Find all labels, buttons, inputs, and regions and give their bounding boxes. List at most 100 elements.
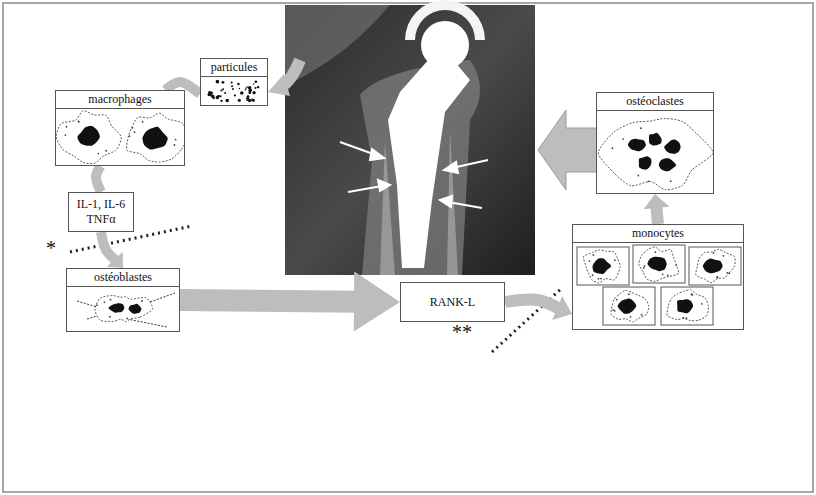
wear-particle [216,80,220,84]
wear-particle [248,99,251,102]
cell-granule [592,274,594,276]
cycle-arrow [101,232,123,268]
cell-granule [667,274,669,276]
cell-nucleus [639,156,652,169]
node-label: ostéoblastes [94,270,152,284]
wear-particle [222,81,225,84]
cell-granule [723,255,725,257]
cell-granule [592,254,594,256]
arrow-head [370,149,384,160]
cell-granule [630,316,632,318]
cell-nucleus [618,299,637,314]
arrow-head [643,194,669,209]
cell-panel: macrophages [55,90,185,166]
wear-particle [254,87,256,89]
cell-membrane [127,113,184,162]
cell-nucleus [128,304,141,314]
node-label: monocytes [632,226,684,240]
resorption-arrow [538,110,598,190]
cell-granule [691,294,693,296]
cell-membrane [611,290,649,322]
cell-granule [648,180,650,182]
cell-granule [691,293,693,295]
node-label: ostéoclastes [626,94,683,108]
wear-particle [216,80,218,82]
wear-arrow-head [268,74,290,96]
wear-particle [247,86,248,87]
cell-granule [640,127,642,129]
arrow-shaft [448,202,482,208]
label-area: ostéoblastes [67,269,179,287]
arrow-head [444,162,458,173]
arrow-band [180,300,361,302]
cell-granule [78,121,80,123]
cell-granule [134,131,136,133]
cell-illustration [597,111,713,193]
arrow-band [96,166,101,192]
cell-granule [628,293,630,295]
cell-granule [643,267,645,269]
cell-granule [129,135,131,137]
wear-particle [257,86,259,88]
cell-granule [589,260,591,262]
arrow-shaft [348,186,382,192]
cell-nucleus [703,258,723,273]
cell-nucleus [592,258,611,274]
cell-granule [637,175,639,177]
label-area: RANK-L [401,283,504,321]
arrow-head [107,252,123,268]
cell-membrane [639,247,679,281]
cell-granule [701,303,703,305]
wear-particle [238,99,241,102]
cell-nucleus [649,133,662,146]
cell-granule [96,304,98,306]
picture-frame [661,287,713,325]
cell-granule [616,299,618,301]
wear-particle [248,91,251,94]
cell-granule [598,278,600,280]
cell-nucleus [647,257,666,271]
node-label: IL-1, IL-6 TNFα [73,197,129,227]
wear-particle [251,99,254,102]
cell-process [147,293,175,303]
picture-frame [689,247,741,285]
cell-illustration [201,77,267,105]
monocyte-picture [689,247,741,285]
label-area: monocytes [573,225,743,243]
monocyte-picture [661,287,713,325]
wear-particle [220,89,222,91]
wear-particle [220,100,222,102]
cell-panel: monocytes [572,224,744,330]
cell-membrane [696,249,735,282]
cell-granule [175,139,177,141]
cell-granule [97,153,99,155]
wear-particle [253,83,254,84]
cell-nucleus [77,126,100,146]
cell-granule [612,147,614,149]
label-area: IL-1, IL-6 TNFα [69,193,133,231]
cell-granule [686,317,688,319]
prosthesis-stem [388,58,470,268]
cell-granule [726,272,728,274]
wear-particle [237,83,240,86]
cell-granule [64,134,66,136]
cell-nucleus [108,303,124,313]
process-box: IL-1, IL-6 TNFα [68,192,134,232]
wear-particle [220,95,222,97]
cell-panel: ostéoclastes [596,92,714,194]
cell-membrane [583,250,620,283]
xray-background [285,5,535,275]
cell-granule [600,278,602,280]
cell-granule [110,299,112,301]
callout-mark: ** [452,322,472,342]
cell-granule [109,316,111,318]
wear-particle [248,86,252,90]
monocyte-picture [577,247,629,285]
node-label: RANK-L [430,295,475,310]
cell-granule [105,150,107,152]
cell-panel: ostéoblastes [66,268,180,332]
cycle-arrow [180,272,400,332]
cell-granule [78,120,80,122]
cell-membrane [56,111,121,164]
arrow-band [505,300,559,309]
